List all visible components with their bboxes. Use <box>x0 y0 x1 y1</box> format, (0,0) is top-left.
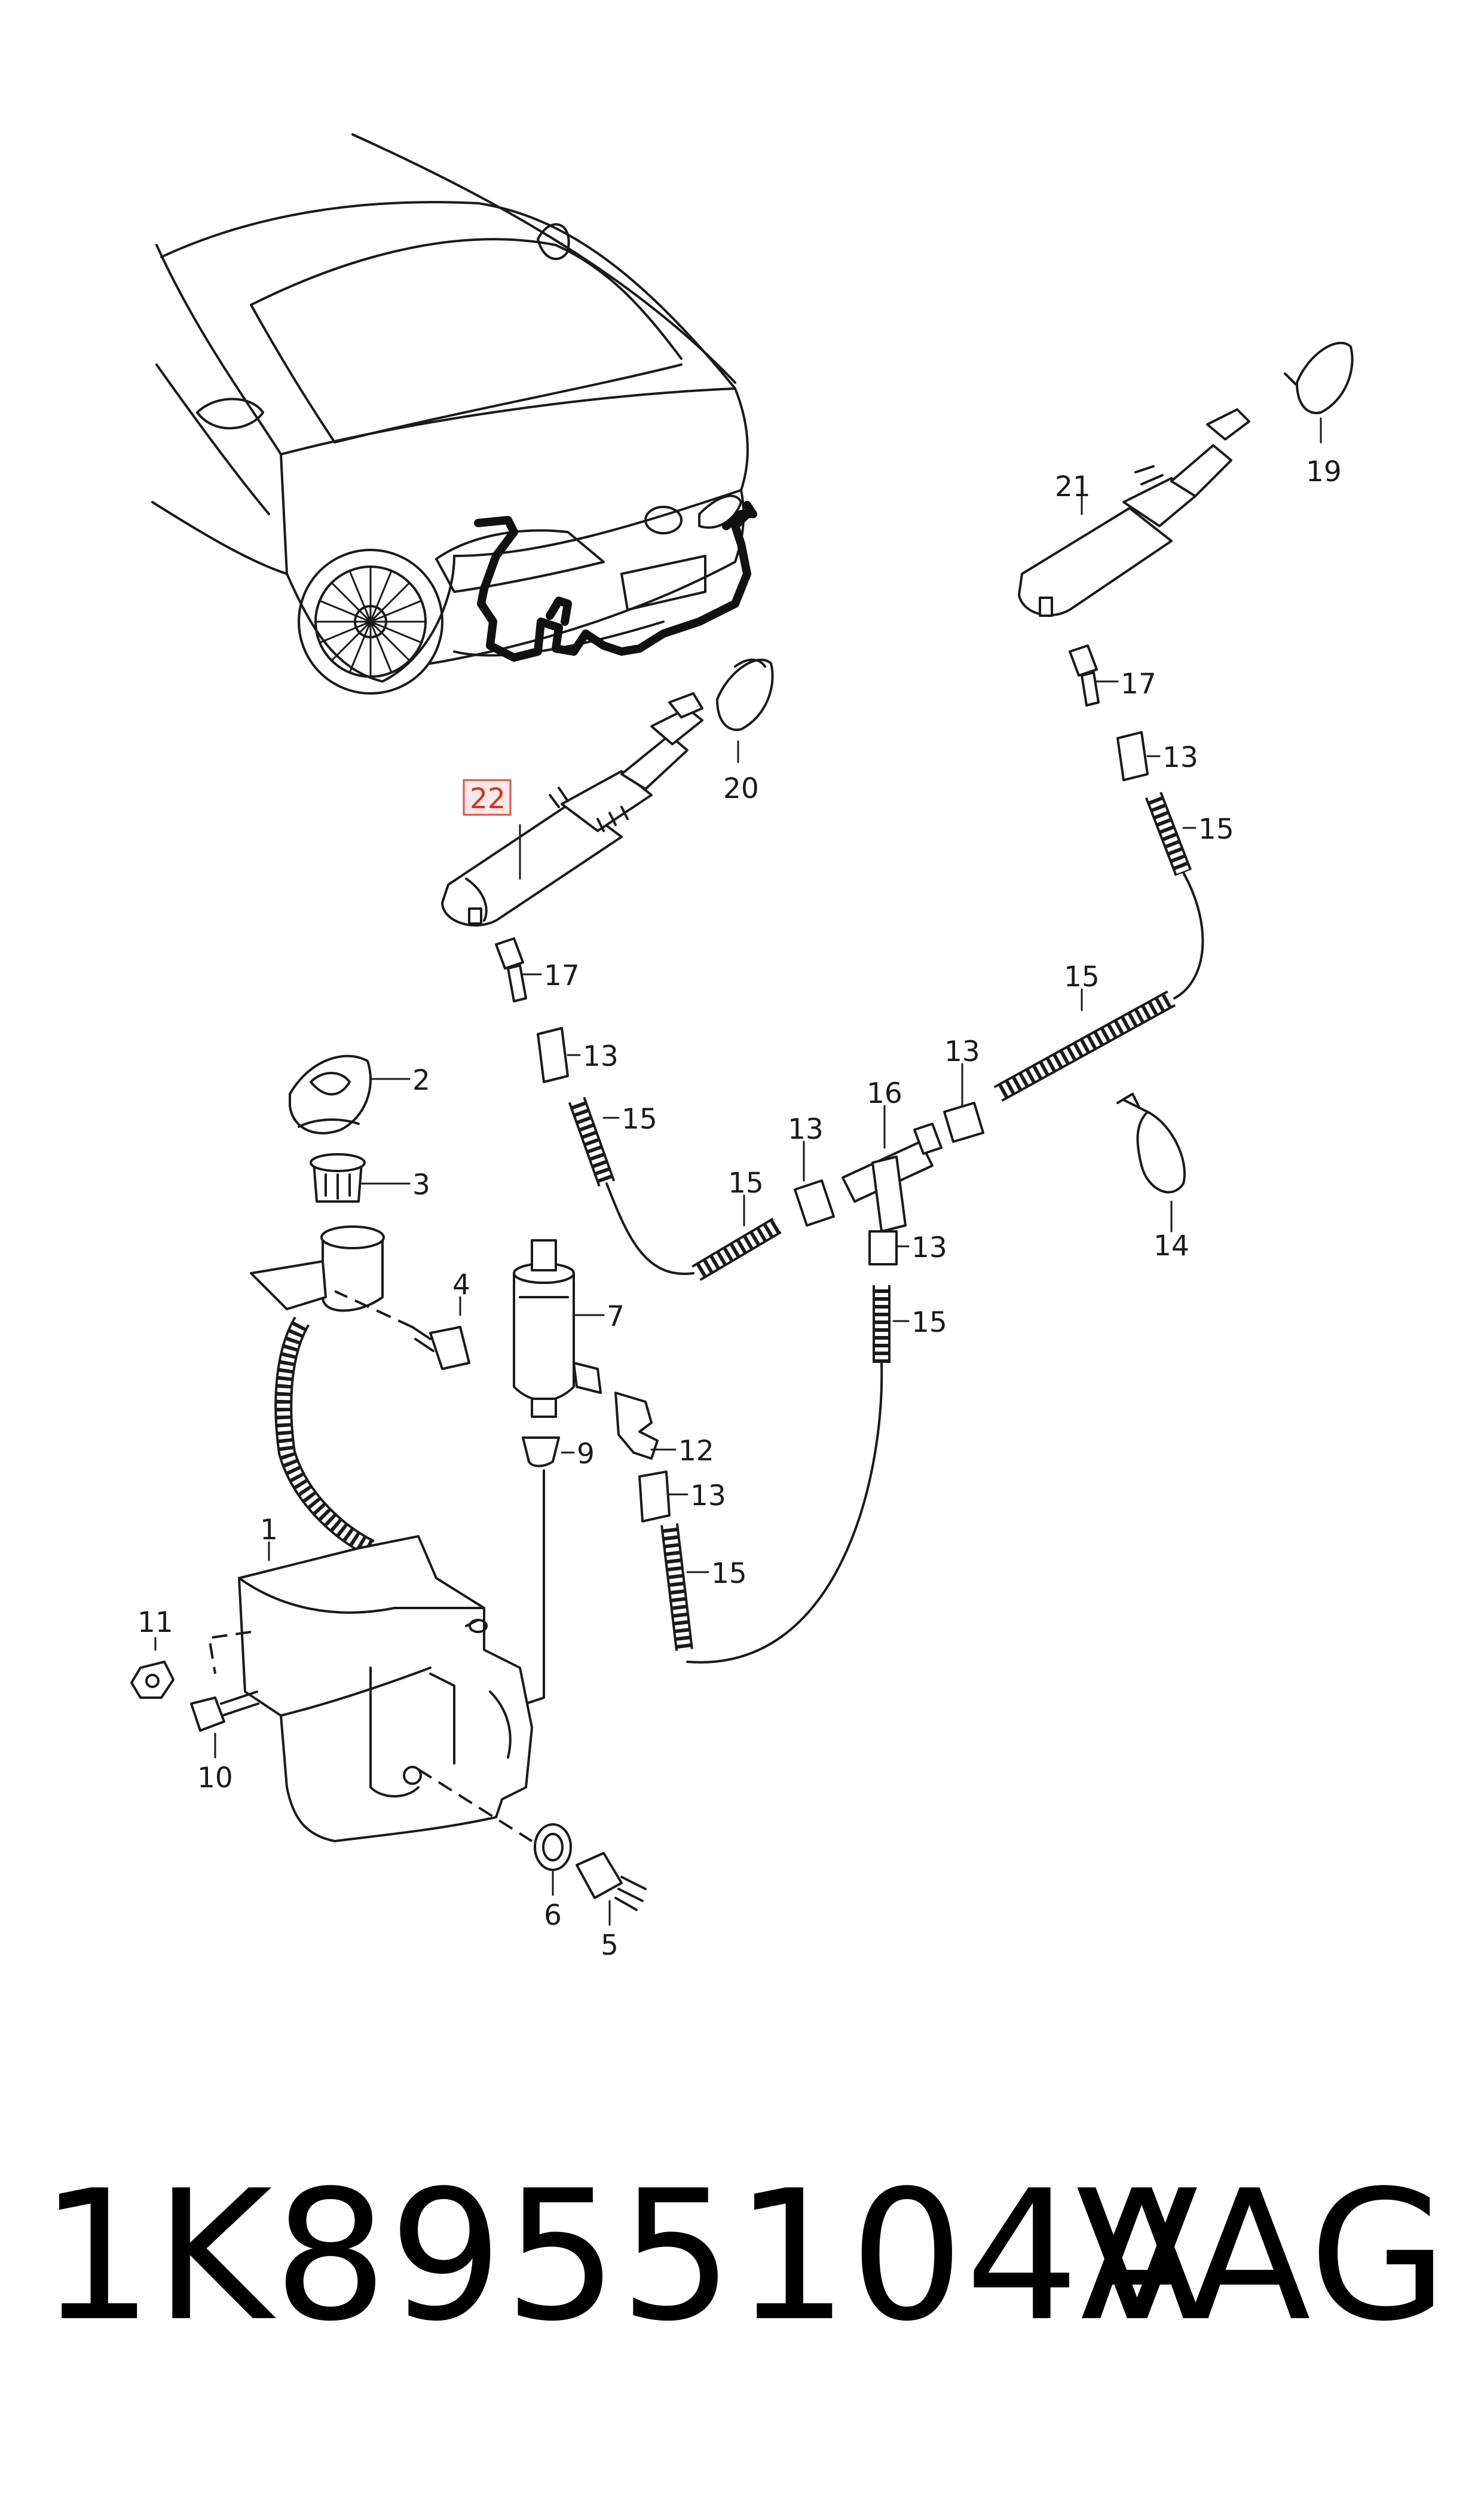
callout-1: 1 <box>260 1514 278 1546</box>
check-valve-left <box>495 937 527 1002</box>
washer-jet-cylinder-left <box>441 692 703 927</box>
callout-12: 12 <box>678 1435 714 1468</box>
callout-6: 6 <box>544 1899 562 1932</box>
callout-22: 22 <box>470 782 506 815</box>
hose-connector-right-upper <box>1116 731 1149 781</box>
hose-connectors <box>638 1102 984 1523</box>
callout-19: 19 <box>1306 455 1342 488</box>
washer-hose-segments <box>568 791 1204 1664</box>
parts-diagram: 22 20 19 21 17 17 13 13 15 15 15 13 16 1… <box>130 133 1354 1962</box>
callout-labels: 22 20 19 21 17 17 13 13 15 15 15 13 16 1… <box>137 455 1342 1962</box>
callout-16: 16 <box>867 1077 902 1110</box>
callout-13-e: 13 <box>911 1231 947 1264</box>
check-valve-right <box>1069 644 1100 707</box>
callout-13-c: 13 <box>944 1035 980 1068</box>
cable-tie <box>1116 1093 1186 1194</box>
callout-10: 10 <box>197 1762 233 1794</box>
filler-cap <box>289 1054 372 1135</box>
level-sensor <box>576 1852 647 1911</box>
callout-14: 14 <box>1153 1230 1189 1262</box>
hose-connector-left-upper <box>537 1027 569 1083</box>
filler-strainer <box>310 1153 366 1203</box>
callout-20: 20 <box>723 772 759 805</box>
callout-13-b: 13 <box>1162 741 1198 774</box>
callout-15-b: 15 <box>1198 813 1234 846</box>
callout-7: 7 <box>607 1300 625 1333</box>
part-number: 1K8955104A <box>39 2152 1204 2361</box>
brand-name: VAG <box>1076 2152 1449 2361</box>
callout-13-a: 13 <box>583 1040 619 1073</box>
callout-15-a: 15 <box>622 1103 657 1136</box>
callout-15-c: 15 <box>1064 961 1100 993</box>
t-piece-connector <box>842 1123 943 1233</box>
washer-pump <box>513 1239 602 1418</box>
washer-jet-cylinder-right <box>1018 408 1250 617</box>
bolt-10 <box>190 1690 259 1732</box>
callout-13-f: 13 <box>690 1479 726 1512</box>
callout-4: 4 <box>452 1268 470 1301</box>
callout-15-f: 15 <box>711 1557 747 1590</box>
callout-2: 2 <box>412 1064 430 1097</box>
highlight-box <box>463 779 512 816</box>
callout-3: 3 <box>412 1169 430 1202</box>
footer: 1K8955104A VAG <box>0 2128 1484 2385</box>
nut-11 <box>130 1661 175 1699</box>
callout-5: 5 <box>601 1929 619 1962</box>
callout-15-d: 15 <box>728 1167 764 1200</box>
bolt-4 <box>334 1290 470 1370</box>
callout-17-right: 17 <box>1121 668 1156 701</box>
reservoir-grommet <box>534 1823 572 1871</box>
callout-11: 11 <box>137 1606 173 1639</box>
elbow-connector <box>614 1392 659 1460</box>
callout-13-d: 13 <box>788 1113 824 1146</box>
callout-21: 21 <box>1055 470 1091 503</box>
washer-jet-cap-left <box>716 658 774 731</box>
callout-17-left: 17 <box>544 959 580 992</box>
pump-grommet <box>522 1436 560 1705</box>
washer-jet-cap-right <box>1284 341 1354 414</box>
vehicle-front-illustration <box>151 133 757 695</box>
washer-reservoir <box>207 1535 533 1842</box>
callout-15-e: 15 <box>911 1306 947 1339</box>
leader-lines <box>154 417 1322 1926</box>
callout-9: 9 <box>577 1438 595 1471</box>
filler-neck <box>250 1225 385 1557</box>
